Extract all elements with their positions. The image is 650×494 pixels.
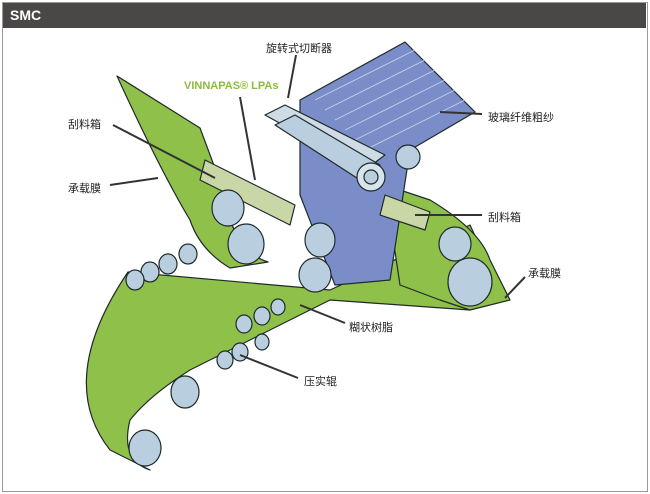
label-lpa: VINNAPAS® LPAs	[184, 80, 279, 92]
label-arrows	[109, 54, 526, 379]
label-glass-roving: 玻璃纤维粗纱	[488, 111, 554, 124]
label-doctor-box-right: 刮料箱	[488, 211, 521, 224]
label-doctor-box-left: 刮料箱	[68, 118, 101, 131]
header-title: SMC	[10, 7, 42, 23]
header-bar: SMC	[3, 3, 646, 28]
doctor-box-right	[379, 194, 431, 231]
label-carrier-film-left: 承载膜	[68, 182, 101, 195]
label-rotary-cutter: 旋转式切断器	[266, 42, 332, 55]
label-carrier-film-right: 承载膜	[528, 267, 561, 280]
doctor-box-left	[199, 159, 296, 226]
label-paste-resin: 糊状树脂	[349, 321, 393, 334]
label-compaction-rollers: 压实辊	[304, 375, 337, 388]
